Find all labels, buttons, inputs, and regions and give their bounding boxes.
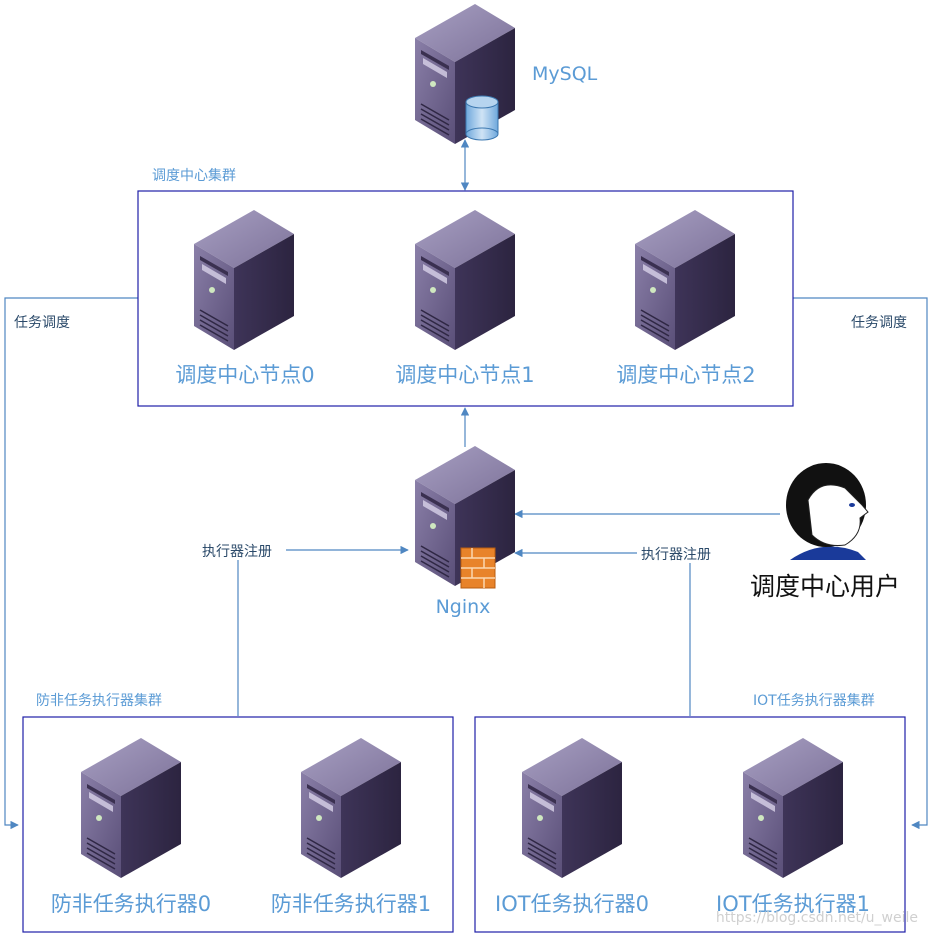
executor-left-0-label: 防非任务执行器0 xyxy=(51,892,211,916)
executor-right-0-label: IOT任务执行器0 xyxy=(495,892,649,916)
scheduler-node-1-icon xyxy=(414,209,516,351)
executor-cluster-right-title: IOT任务执行器集群 xyxy=(753,692,875,709)
firewall-icon xyxy=(460,547,496,589)
executor-left-0-icon xyxy=(80,737,182,879)
user-label: 调度中心用户 xyxy=(750,572,900,601)
dispatch-left-label: 任务调度 xyxy=(14,315,70,331)
executor-cluster-left-box xyxy=(22,716,454,933)
mysql-label: MySQL xyxy=(532,63,598,85)
executor-right-1-label: IOT任务执行器1 xyxy=(716,892,870,916)
dispatch-left-line xyxy=(4,297,138,830)
executor-cluster-right-box xyxy=(474,716,906,933)
scheduler-node-2-icon xyxy=(634,209,736,351)
register-right-line xyxy=(514,548,691,716)
dispatch-right-label: 任务调度 xyxy=(851,315,907,331)
nginx-server-icon xyxy=(414,445,516,589)
scheduler-node-0-label: 调度中心节点0 xyxy=(175,363,314,387)
executor-cluster-left-title: 防非任务执行器集群 xyxy=(36,692,162,709)
scheduler-node-1-label: 调度中心节点1 xyxy=(395,363,534,387)
database-icon xyxy=(465,95,499,141)
user-avatar-icon xyxy=(786,463,869,560)
scheduler-cluster-box xyxy=(137,190,794,407)
executor-right-0-icon xyxy=(521,737,623,879)
watermark: https://blog.csdn.net/u_weile xyxy=(716,910,918,926)
executor-left-1-icon xyxy=(300,737,402,879)
register-right-label: 执行器注册 xyxy=(641,547,711,563)
nginx-label: Nginx xyxy=(436,596,491,618)
scheduler-node-0-icon xyxy=(193,209,295,351)
executor-right-1-icon xyxy=(742,737,844,879)
register-left-label: 执行器注册 xyxy=(202,544,272,560)
register-left-line xyxy=(237,545,409,716)
dispatch-right-line xyxy=(793,297,928,830)
executor-left-1-label: 防非任务执行器1 xyxy=(271,892,431,916)
mysql-server-icon xyxy=(414,3,516,145)
scheduler-node-2-label: 调度中心节点2 xyxy=(616,363,755,387)
scheduler-cluster-title: 调度中心集群 xyxy=(152,167,236,184)
